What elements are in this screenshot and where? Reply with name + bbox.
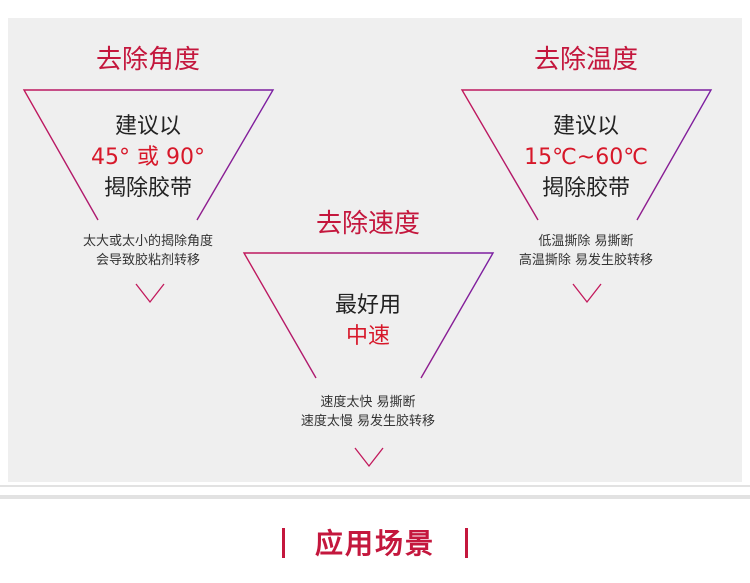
speed-line1: 最好用 bbox=[334, 293, 401, 318]
speed-value: 中速 bbox=[345, 324, 390, 349]
section-title-temperature: 去除温度 bbox=[533, 45, 638, 75]
temperature-note2: 高温撕除 易发生胶转移 bbox=[518, 253, 654, 268]
speed-note2: 速度太慢 易发生胶转移 bbox=[300, 414, 436, 429]
footer-title: 应用场景 bbox=[314, 527, 435, 560]
divider-thin bbox=[0, 485, 750, 487]
angle-note2: 会导致胶粘剂转移 bbox=[95, 253, 200, 268]
triangle-speed bbox=[242, 252, 495, 379]
angle-value: 45° 或 90° bbox=[91, 145, 205, 170]
temperature-line3: 揭除胶带 bbox=[541, 176, 630, 201]
chevron-down-icon bbox=[135, 283, 165, 304]
chevron-down-icon bbox=[572, 283, 602, 304]
section-title-angle: 去除角度 bbox=[95, 45, 200, 75]
chevron-down-icon bbox=[354, 447, 384, 468]
triangle-temperature bbox=[460, 89, 713, 221]
footer-left-bar bbox=[282, 528, 285, 558]
angle-line3: 揭除胶带 bbox=[103, 176, 192, 201]
angle-note1: 太大或太小的揭除角度 bbox=[82, 234, 213, 249]
speed-note1: 速度太快 易撕断 bbox=[320, 395, 416, 410]
temperature-line1: 建议以 bbox=[552, 114, 619, 139]
angle-line1: 建议以 bbox=[114, 114, 181, 139]
divider-thick bbox=[0, 495, 750, 499]
content-panel bbox=[8, 18, 742, 482]
section-title-speed: 去除速度 bbox=[315, 209, 420, 239]
footer-right-bar bbox=[465, 528, 468, 558]
temperature-value: 15℃~60℃ bbox=[524, 145, 648, 170]
triangle-angle bbox=[22, 89, 275, 221]
temperature-note1: 低温撕除 易撕断 bbox=[538, 234, 634, 249]
